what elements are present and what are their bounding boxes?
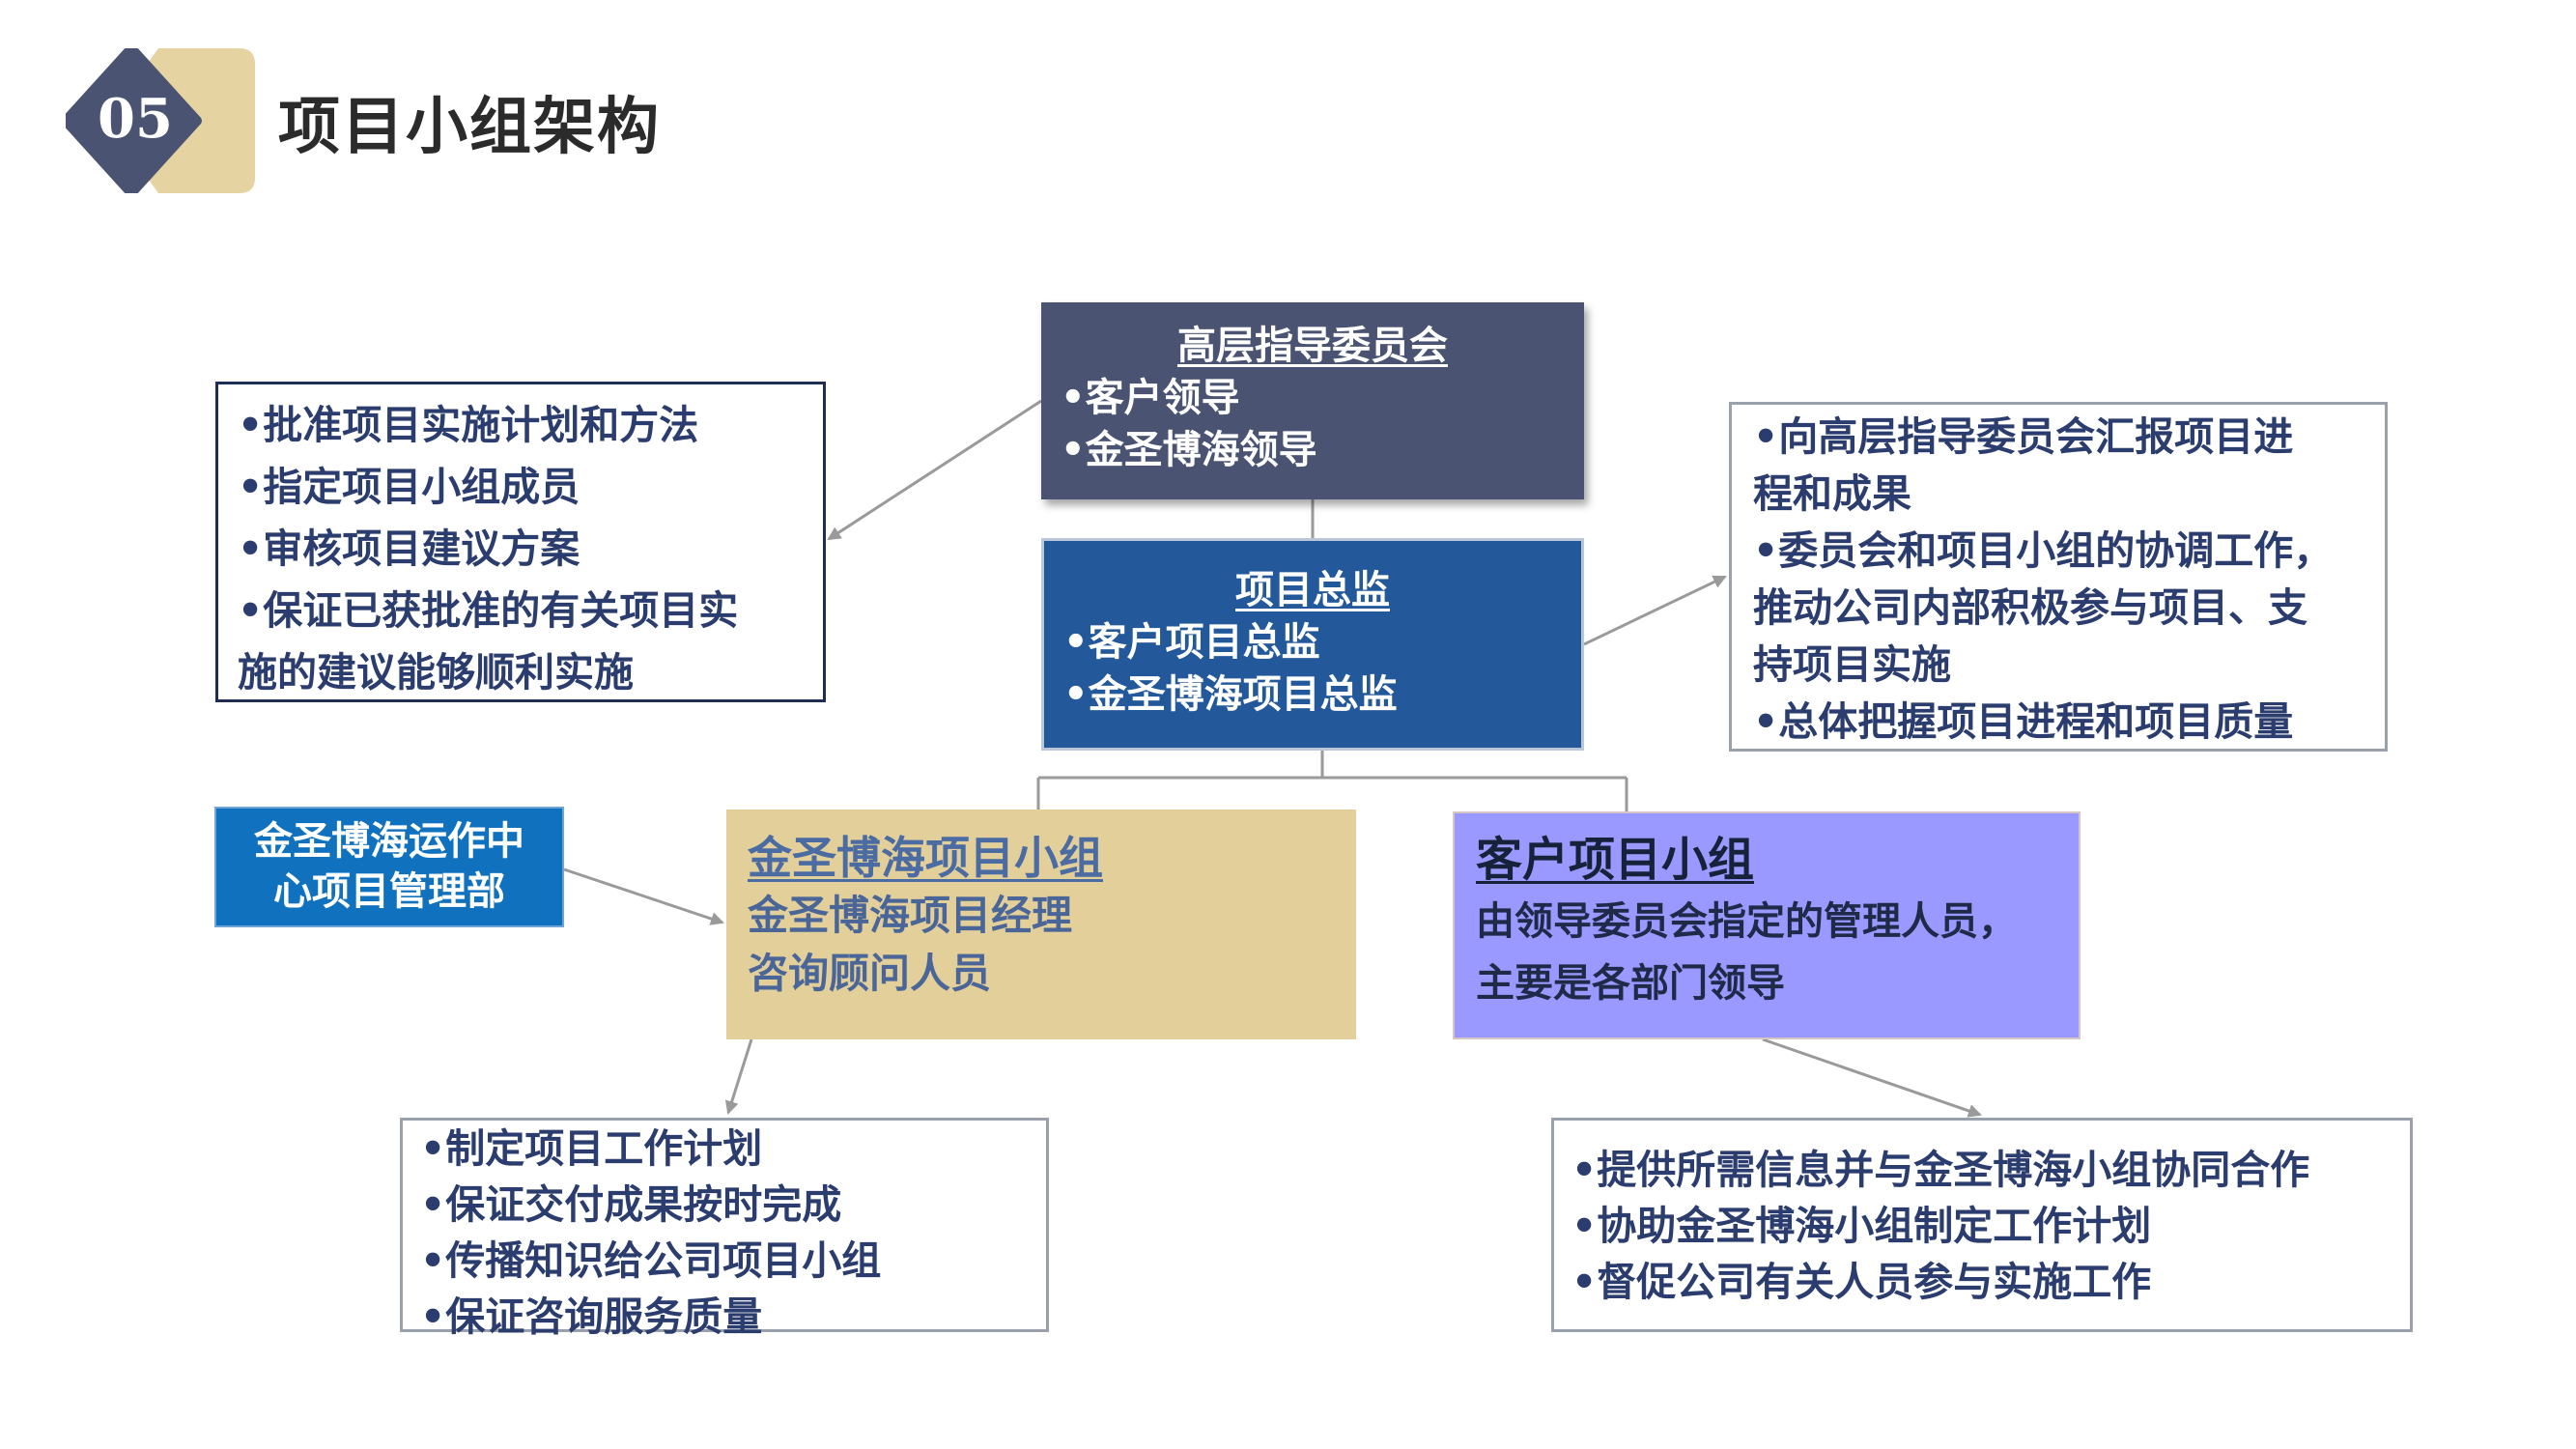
director-duties-box: •向高层指导委员会汇报项目进 程和成果 •委员会和项目小组的协调工作， 推动公司…: [1729, 402, 2388, 752]
client-team-duty-item: •协助金圣博海小组制定工作计划: [1571, 1203, 2152, 1249]
arrow-steering-to-duties: [827, 399, 1042, 541]
director-duty-item: 程和成果: [1753, 470, 1911, 517]
steering-duty-item: •审核项目建议方案: [238, 526, 580, 572]
section-number-badge: 05: [66, 48, 259, 193]
jsbh-team-box: 金圣博海项目小组 金圣博海项目经理 咨询顾问人员: [726, 810, 1356, 1039]
project-director-box: 项目总监 •客户项目总监 •金圣博海项目总监: [1041, 538, 1584, 751]
arrow-director-to-duties: [1583, 575, 1727, 646]
director-duty-item: •委员会和项目小组的协调工作，: [1753, 527, 2334, 574]
project-director-title: 项目总监: [1235, 568, 1390, 612]
steering-committee-item: •客户领导: [1061, 376, 1240, 420]
project-director-item: •金圣博海项目总监: [1063, 672, 1398, 717]
badge-number: 05: [98, 87, 173, 151]
steering-committee-box: 高层指导委员会 •客户领导 •金圣博海领导: [1041, 302, 1584, 499]
jsbh-team-duty-item: •制定项目工作计划: [420, 1125, 763, 1172]
steering-duty-item: •批准项目实施计划和方法: [238, 402, 699, 448]
jsbh-team-item: 咨询顾问人员: [748, 950, 992, 997]
director-duty-item: 持项目实施: [1753, 641, 1951, 688]
director-duty-item: •总体把握项目进程和项目质量: [1753, 698, 2294, 745]
steering-committee-title: 高层指导委员会: [1177, 324, 1448, 368]
arrow-team-to-duties: [724, 1038, 753, 1115]
client-team-title: 客户项目小组: [1476, 833, 1755, 887]
operations-department-line: 金圣博海运作中: [254, 819, 524, 864]
director-duty-item: •向高层指导委员会汇报项目进: [1753, 413, 2294, 460]
steering-duty-item: •保证已获批准的有关项目实: [238, 587, 739, 634]
badge-diamond-icon: 05: [66, 48, 255, 193]
operations-department-box: 金圣博海运作中 心项目管理部: [214, 807, 564, 927]
page-title: 项目小组架构: [278, 92, 661, 163]
client-team-box: 客户项目小组 由领导委员会指定的管理人员， 主要是各部门领导: [1453, 811, 2081, 1039]
client-team-duty-item: •督促公司有关人员参与实施工作: [1571, 1259, 2152, 1305]
jsbh-team-duty-item: •保证交付成果按时完成: [420, 1181, 842, 1228]
arrow-ops-to-team: [563, 867, 724, 925]
steering-duty-item: •指定项目小组成员: [238, 464, 580, 510]
operations-department-line: 心项目管理部: [273, 869, 505, 914]
client-team-duties-box: •提供所需信息并与金圣博海小组协同合作 •协助金圣博海小组制定工作计划 •督促公…: [1551, 1118, 2413, 1332]
steering-duty-item: 施的建议能够顺利实施: [238, 649, 634, 696]
arrow-client-to-duties: [1762, 1037, 1982, 1118]
director-duty-item: 推动公司内部积极参与项目、支: [1753, 584, 2307, 631]
client-team-duty-item: •提供所需信息并与金圣博海小组协同合作: [1571, 1147, 2310, 1193]
client-team-item: 由领导委员会指定的管理人员，: [1476, 899, 2017, 944]
steering-committee-item: •金圣博海领导: [1061, 428, 1317, 472]
jsbh-team-duty-item: •保证咨询服务质量: [420, 1293, 763, 1340]
jsbh-team-item: 金圣博海项目经理: [748, 892, 1073, 939]
steering-duties-box: •批准项目实施计划和方法 •指定项目小组成员 •审核项目建议方案 •保证已获批准…: [215, 382, 826, 702]
jsbh-team-duty-item: •传播知识给公司项目小组: [420, 1237, 882, 1284]
jsbh-team-title: 金圣博海项目小组: [748, 832, 1103, 884]
jsbh-team-duties-box: •制定项目工作计划 •保证交付成果按时完成 •传播知识给公司项目小组 •保证咨询…: [400, 1118, 1049, 1340]
project-director-item: •客户项目总监: [1063, 620, 1320, 665]
client-team-item: 主要是各部门领导: [1476, 961, 1785, 1006]
